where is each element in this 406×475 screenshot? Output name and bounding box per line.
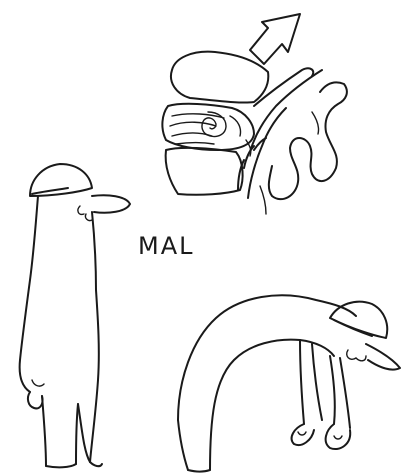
bent-figure bbox=[178, 295, 400, 471]
standing-figure bbox=[20, 164, 130, 467]
spinal-process bbox=[260, 82, 347, 214]
vertebra-lower bbox=[166, 148, 243, 195]
pressure-arrow bbox=[250, 14, 300, 64]
intervertebral-disc bbox=[162, 104, 254, 150]
spinal-nerve bbox=[238, 68, 322, 198]
vertebra-upper bbox=[171, 52, 268, 103]
posture-label: MAL bbox=[138, 232, 195, 260]
